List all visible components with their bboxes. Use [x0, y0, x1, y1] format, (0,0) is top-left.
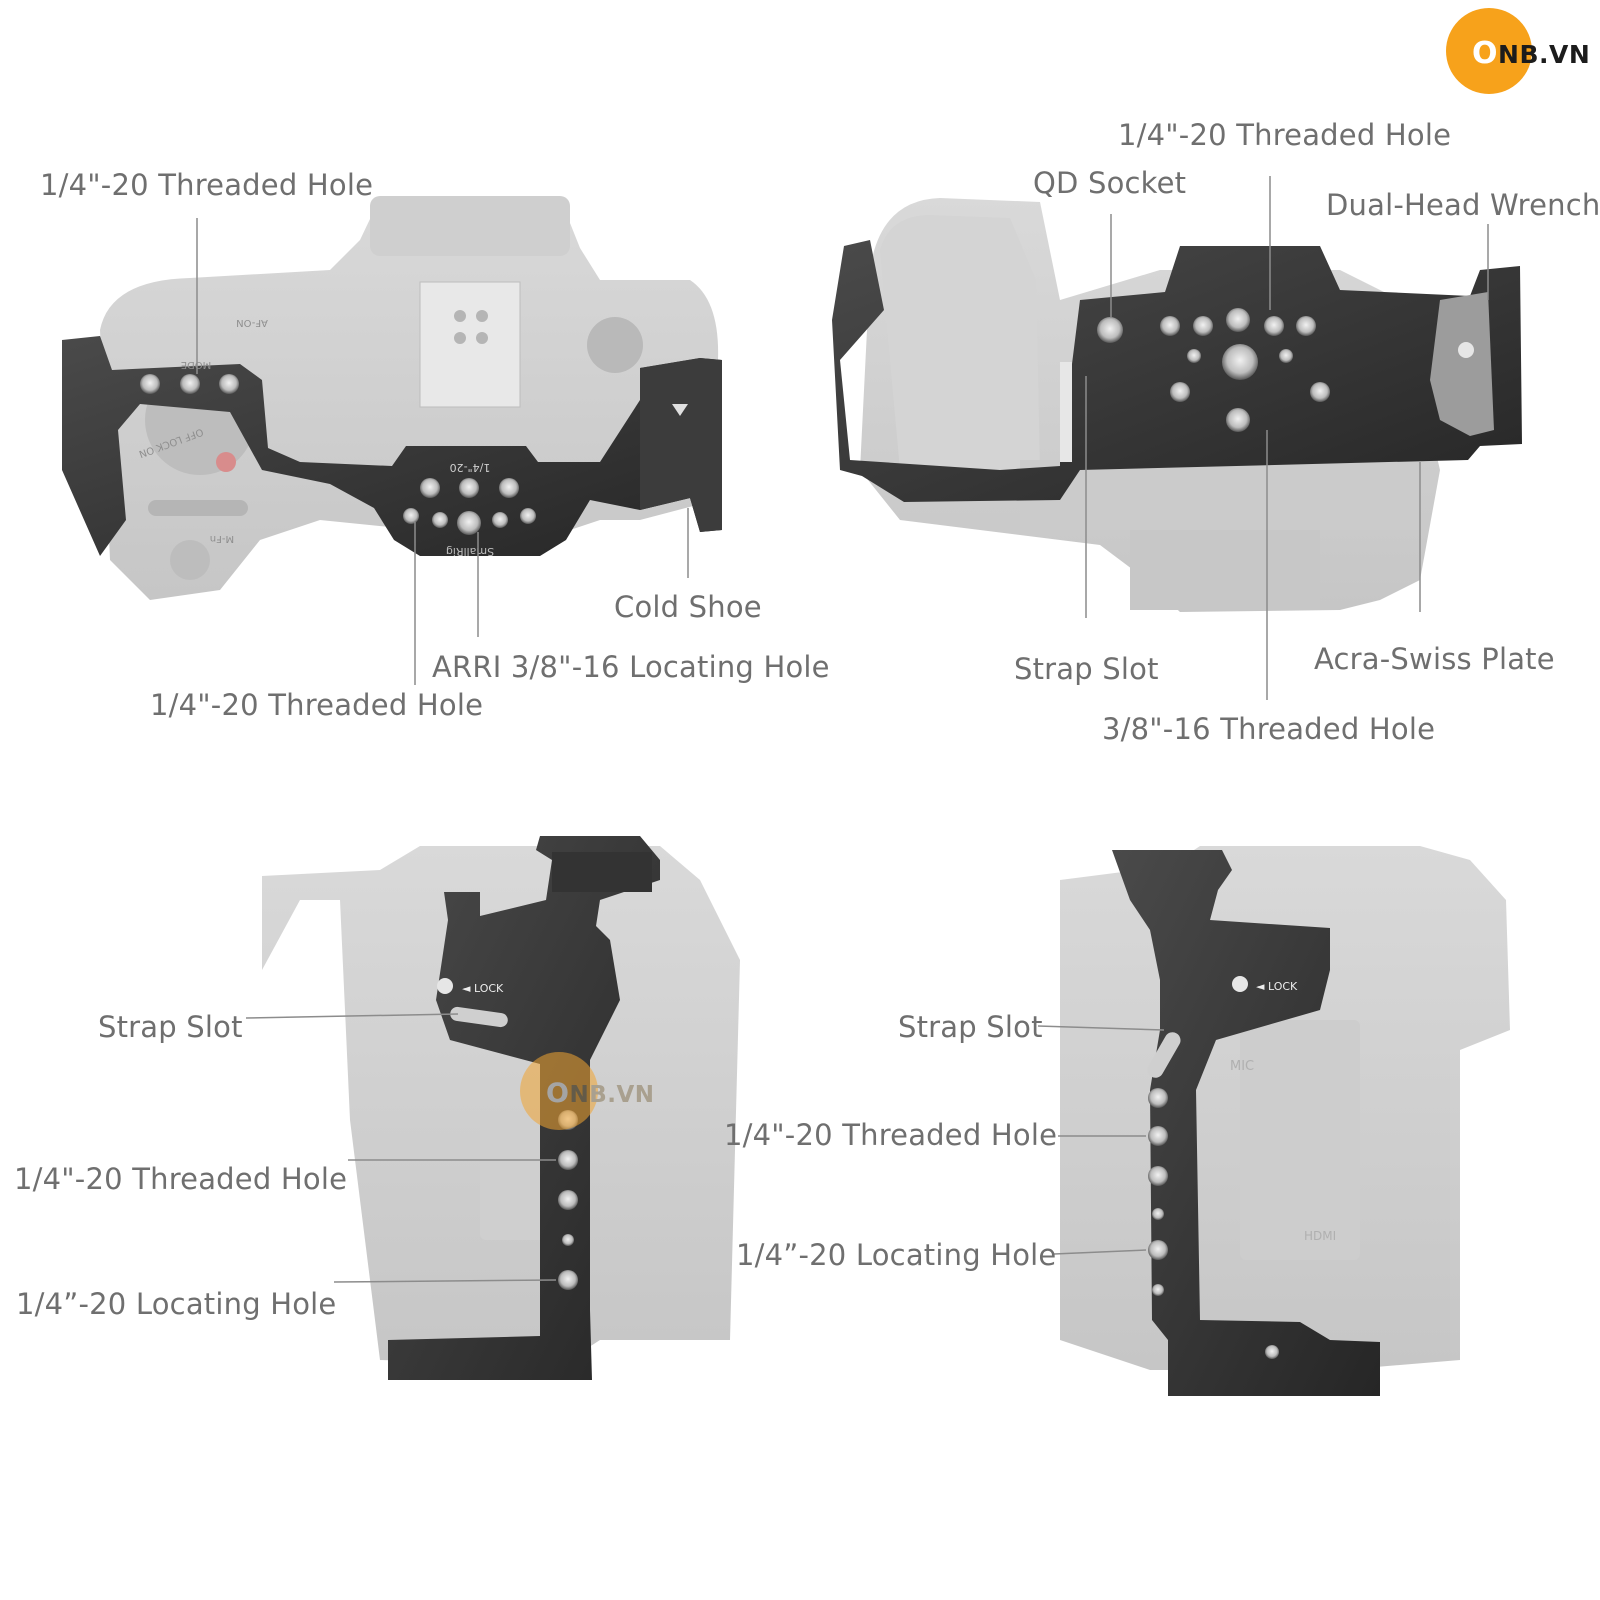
label-strap-slot-left: Strap Slot	[98, 1010, 243, 1044]
left-cage-handle	[388, 836, 660, 1380]
top-view-group: 1/4"-20 SmallRig MODE OFF LOCK ON AF-ON …	[62, 196, 722, 685]
label-locating-hole-left: 1/4”-20 Locating Hole	[16, 1287, 337, 1321]
qd-socket	[1097, 317, 1123, 343]
center-threaded-hole	[1222, 344, 1258, 380]
label-strap-slot-bottom: Strap Slot	[1014, 652, 1159, 686]
threaded-hole	[219, 374, 239, 394]
label-locating-hole-right: 1/4”-20 Locating Hole	[736, 1238, 1057, 1272]
hdmi-port-label: HDMI	[1304, 1229, 1336, 1243]
watermark-o: O	[1472, 36, 1499, 71]
threaded-hole	[1148, 1126, 1168, 1146]
label-cold-shoe: Cold Shoe	[614, 590, 762, 624]
label-qd-socket: QD Socket	[1033, 166, 1187, 200]
label-strap-slot-right: Strap Slot	[898, 1010, 1043, 1044]
hot-shoe	[419, 281, 521, 408]
watermark-text: ONB.VN	[546, 1078, 655, 1109]
watermark-o: O	[546, 1078, 570, 1109]
left-side-group: ◄ LOCK	[245, 836, 740, 1380]
label-acra-swiss-plate: Acra-Swiss Plate	[1314, 642, 1555, 676]
label-threaded-hole-bottom: 1/4"-20 Threaded Hole	[150, 688, 484, 722]
locating-hole	[1148, 1240, 1168, 1260]
label-threaded-hole-bottom-plate: 1/4"-20 Threaded Hole	[1118, 118, 1452, 152]
lock-label-right: ◄ LOCK	[1256, 980, 1298, 993]
label-three-eighths-threaded-hole: 3/8"-16 Threaded Hole	[1102, 712, 1436, 746]
three-eighths-hole	[1226, 408, 1250, 432]
viewfinder-eyecup	[370, 196, 570, 256]
threaded-hole	[140, 374, 160, 394]
threaded-hole	[180, 374, 200, 394]
strap-slot-left	[450, 1006, 508, 1028]
brand-watermark: ONB.VN	[1446, 8, 1596, 94]
watermark-rest: NB.VN	[1498, 40, 1591, 69]
watermark-circle	[1446, 8, 1532, 94]
watermark-rest: NB.VN	[569, 1082, 655, 1108]
lock-label-left: ◄ LOCK	[462, 982, 504, 995]
right-cage-frame	[1112, 850, 1380, 1396]
plate-spec-engraving: 1/4"-20	[450, 461, 491, 474]
strap-slot-right	[1147, 1032, 1181, 1078]
bottom-view-group	[832, 176, 1522, 700]
watermark-circle	[520, 1052, 598, 1130]
battery-door	[880, 215, 1040, 470]
mic-port-label: MIC	[1230, 1059, 1254, 1074]
mode-engraving: MODE	[181, 359, 212, 370]
camera-body-left-ghost	[262, 846, 740, 1366]
threaded-hole	[558, 1150, 578, 1170]
cage-bottom-plate	[832, 240, 1522, 502]
label-dual-head-wrench: Dual-Head Wrench	[1326, 188, 1600, 222]
mfn-engraving: M-Fn	[210, 533, 234, 544]
locating-hole	[558, 1270, 578, 1290]
right-side-group: MIC HDMI ◄ LOCK	[1037, 846, 1510, 1396]
af-on-engraving: AF-ON	[236, 317, 268, 328]
watermark-text: ONB.VN	[1472, 36, 1590, 71]
label-threaded-hole-left: 1/4"-20 Threaded Hole	[14, 1162, 348, 1196]
label-threaded-hole-top: 1/4"-20 Threaded Hole	[40, 168, 374, 202]
label-arri-locating-hole: ARRI 3/8"-16 Locating Hole	[432, 650, 830, 684]
brand-engraving: SmallRig	[446, 545, 494, 558]
label-threaded-hole-right: 1/4"-20 Threaded Hole	[724, 1118, 1058, 1152]
brand-watermark-overlay: ONB.VN	[520, 1052, 660, 1132]
arri-hole	[457, 511, 481, 535]
